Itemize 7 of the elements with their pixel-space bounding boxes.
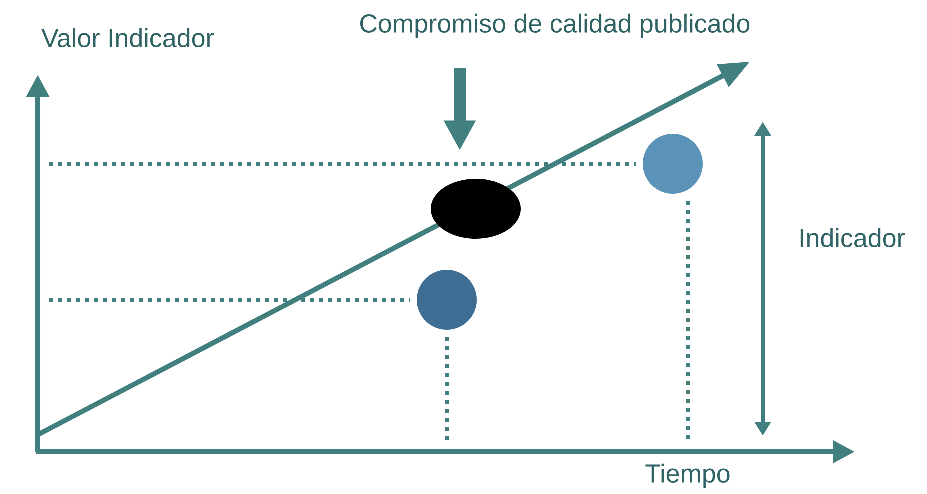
ellipse-marker — [431, 179, 521, 239]
heading: Compromiso de calidad publicado — [360, 14, 750, 38]
circle-marker — [417, 270, 477, 330]
axis-label: Valor Indicador — [42, 28, 214, 48]
circle-marker — [643, 134, 703, 194]
axis-label: Tiempo — [646, 464, 730, 488]
axis-label: Indicador — [800, 228, 906, 248]
